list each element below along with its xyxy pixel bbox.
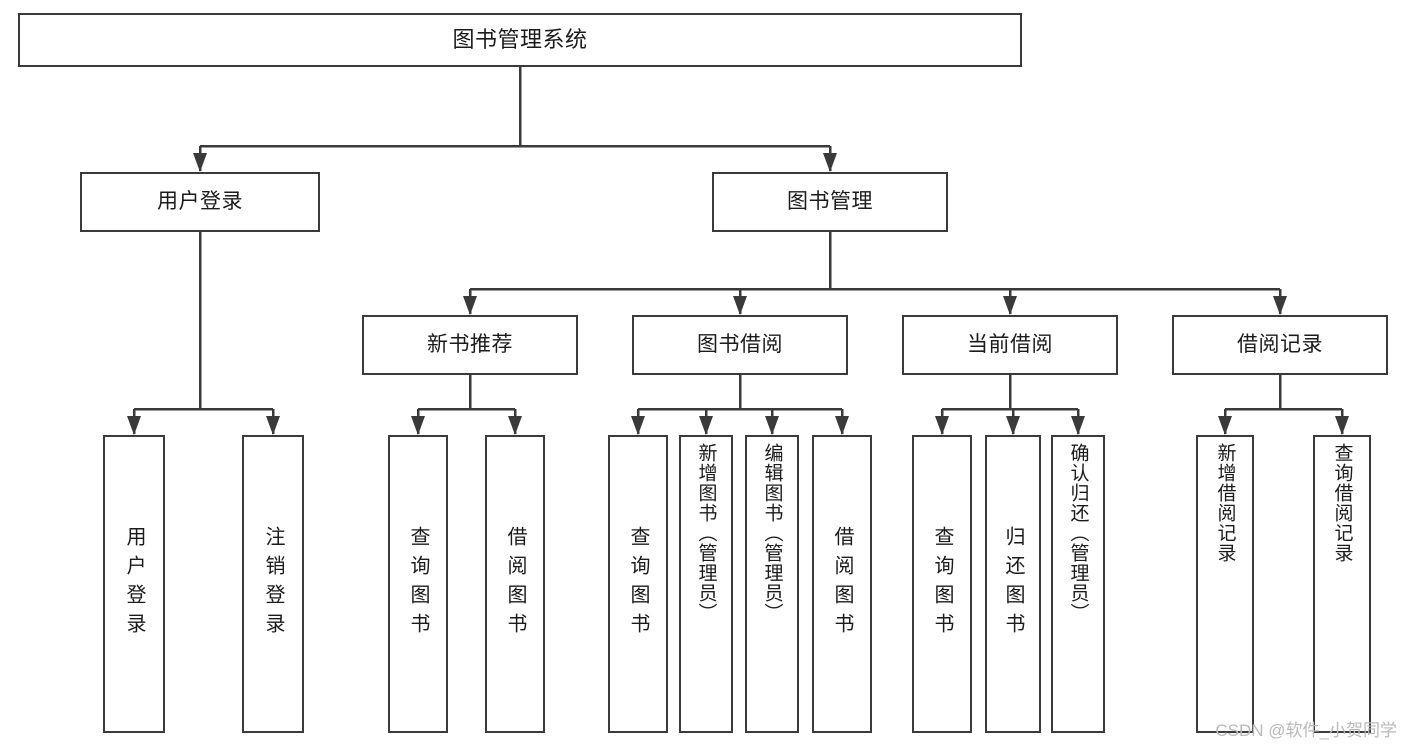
node-leaf6[interactable]: 新增图书（管理员）	[679, 435, 733, 733]
node-leaf2[interactable]: 注销登录	[242, 435, 304, 733]
arrowhead	[193, 153, 207, 172]
node-leaf11[interactable]: 确认归还（管理员）	[1051, 435, 1105, 733]
node-borrow[interactable]: 图书借阅	[632, 315, 848, 375]
arrowhead	[733, 296, 747, 315]
node-label: 新增借阅记录	[1214, 443, 1236, 563]
node-records[interactable]: 借阅记录	[1172, 315, 1388, 375]
node-root[interactable]: 图书管理系统	[18, 13, 1022, 67]
arrowhead	[765, 416, 779, 435]
arrowhead	[1273, 296, 1287, 315]
node-leaf8[interactable]: 借阅图书	[812, 435, 872, 733]
node-label: 借阅图书	[831, 526, 853, 642]
arrowhead	[266, 416, 280, 435]
arrowhead	[631, 416, 645, 435]
node-label: 归还图书	[1002, 526, 1024, 642]
watermark: CSDN @软件_小贺同学	[1215, 721, 1397, 740]
arrowhead	[835, 416, 849, 435]
node-label: 查询图书	[931, 526, 953, 642]
node-label: 用户登录	[123, 526, 145, 642]
node-label: 用户登录	[157, 189, 243, 213]
node-current[interactable]: 当前借阅	[902, 315, 1118, 375]
node-label: 查询图书	[627, 526, 649, 642]
arrowhead	[411, 416, 425, 435]
arrowhead	[823, 153, 837, 172]
node-label: 查询图书	[407, 526, 429, 642]
node-leaf9[interactable]: 查询图书	[912, 435, 972, 733]
arrowhead	[1006, 416, 1020, 435]
node-label: 编辑图书（管理员）	[761, 443, 783, 623]
node-label: 当前借阅	[967, 332, 1053, 356]
node-label: 注销登录	[262, 526, 284, 642]
node-label: 借阅记录	[1237, 332, 1323, 356]
node-label: 图书借阅	[697, 332, 783, 356]
node-leaf10[interactable]: 归还图书	[985, 435, 1041, 733]
arrowhead	[463, 296, 477, 315]
node-leaf7[interactable]: 编辑图书（管理员）	[745, 435, 799, 733]
node-label: 借阅图书	[504, 526, 526, 642]
node-leaf12[interactable]: 新增借阅记录	[1196, 435, 1254, 733]
node-leaf13[interactable]: 查询借阅记录	[1313, 435, 1371, 733]
node-label: 图书管理	[787, 189, 873, 213]
node-label: 新书推荐	[427, 332, 513, 356]
node-label: 图书管理系统	[452, 27, 588, 53]
arrowhead	[1335, 416, 1349, 435]
node-label: 确认归还（管理员）	[1067, 443, 1089, 623]
node-leaf1[interactable]: 用户登录	[103, 435, 165, 733]
node-newbooks[interactable]: 新书推荐	[362, 315, 578, 375]
arrowhead	[935, 416, 949, 435]
node-leaf3[interactable]: 查询图书	[388, 435, 448, 733]
arrowhead	[508, 416, 522, 435]
node-leaf4[interactable]: 借阅图书	[485, 435, 545, 733]
node-bookmgmt[interactable]: 图书管理	[712, 172, 948, 232]
node-login[interactable]: 用户登录	[80, 172, 320, 232]
arrowhead	[1218, 416, 1232, 435]
node-label: 查询借阅记录	[1331, 443, 1353, 563]
arrowhead	[1003, 296, 1017, 315]
node-label: 新增图书（管理员）	[695, 443, 717, 623]
node-leaf5[interactable]: 查询图书	[608, 435, 668, 733]
arrowhead	[1071, 416, 1085, 435]
arrowhead	[127, 416, 141, 435]
arrowhead	[699, 416, 713, 435]
